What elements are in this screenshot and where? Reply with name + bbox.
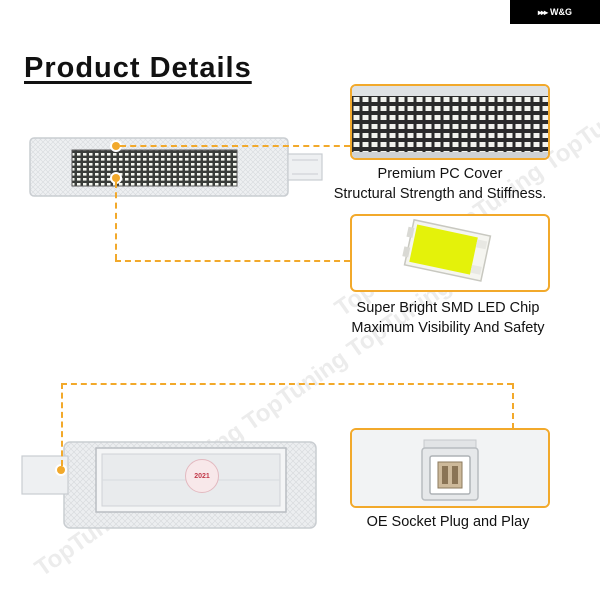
feature-caption: Premium PC Cover Structural Strength and…: [310, 164, 570, 204]
feature-subtitle: Maximum Visibility And Safety: [351, 320, 545, 336]
feature-title: Super Bright SMD LED Chip: [356, 300, 540, 316]
callout-connector: [61, 383, 63, 466]
feature-title: OE Socket Plug and Play: [366, 514, 530, 530]
brand-wing-icon: ▸▸▸: [537, 7, 548, 17]
brand-logo: ▸▸▸ W&G: [510, 0, 600, 24]
feature-caption: OE Socket Plug and Play: [318, 512, 578, 532]
callout-connector: [115, 260, 350, 262]
smd-led-chip-photo: [350, 214, 550, 292]
callout-dot: [112, 174, 120, 182]
callout-connector: [512, 383, 514, 429]
callout-dot: [112, 142, 120, 150]
callout-connector: [115, 182, 117, 260]
oe-socket-plug-photo: [350, 428, 550, 508]
date-label-sticker: 2021: [185, 459, 219, 493]
date-label-text: 2021: [194, 472, 210, 480]
callout-connector: [61, 383, 513, 385]
feature-subtitle: Structural Strength and Stiffness.: [333, 186, 547, 202]
feature-caption: Super Bright SMD LED Chip Maximum Visibi…: [318, 298, 578, 338]
page-title: Product Details: [24, 52, 252, 84]
led-lamp-photo: [28, 132, 328, 202]
led-grid-cover-photo: [350, 84, 550, 160]
callout-dot: [57, 466, 65, 474]
lamp-back-photo: [20, 440, 320, 530]
feature-title: Premium PC Cover: [377, 166, 503, 182]
brand-name: W&G: [550, 7, 573, 17]
callout-connector: [120, 145, 350, 147]
